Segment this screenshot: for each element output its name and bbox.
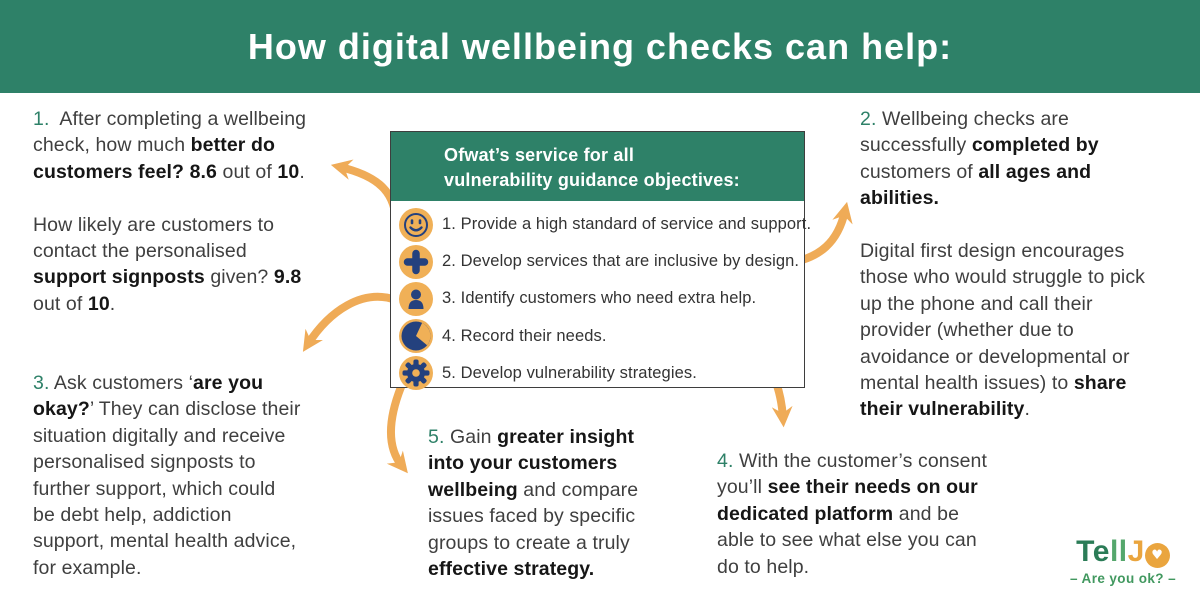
text-line: issues faced by specific <box>428 505 636 528</box>
note-2-all-ages-abilities: 2. Wellbeing checks are successfully comp… <box>860 106 1145 423</box>
objective-item-text: 2. Develop services that are inclusive b… <box>442 252 800 271</box>
text-line: groups to create a truly <box>428 531 630 554</box>
text-line: 2. Wellbeing checks are <box>860 108 1069 130</box>
text-line: do to help. <box>717 555 810 578</box>
text-line: effective strategy. <box>428 557 595 580</box>
text-line: okay?’ They can disclose their <box>33 398 301 421</box>
objective-item-text: 5. Develop vulnerability strategies. <box>442 363 697 382</box>
page-title: How digital wellbeing checks can help: <box>247 26 953 67</box>
gear-icon <box>399 356 433 391</box>
logo-text-ll: ll <box>1109 535 1128 568</box>
text-line: 3. Ask customers ‘are you <box>33 372 264 394</box>
text-line: personalised signposts to <box>33 451 256 474</box>
text-line: their vulnerability. <box>860 398 1030 421</box>
heart-icon: ♥ <box>1144 543 1170 568</box>
note-3-are-you-okay: 3. Ask customers ‘are you okay?’ They can… <box>33 370 300 581</box>
arrow-to-note5 <box>386 383 408 474</box>
text-line: successfully completed by <box>860 134 1099 157</box>
arrow-to-note1 <box>330 159 400 228</box>
text-line: be debt help, addiction <box>33 503 232 526</box>
objective-row-3: 3. Identify customers who need extra hel… <box>399 280 804 317</box>
note-4-dedicated-platform: 4. With the customer’s consent you’ll see… <box>717 448 987 580</box>
header-banner: How digital wellbeing checks can help: <box>0 0 1200 93</box>
text-line: support signposts given? 9.8 <box>33 266 302 289</box>
text-line: customers feel? 8.6 out of 10. <box>33 160 305 183</box>
text-line: mental health issues) to share <box>860 371 1127 394</box>
arrow-to-note3 <box>302 292 397 352</box>
text-line: 1. After completing a wellbeing <box>33 108 307 130</box>
text-line: check, how much better do <box>33 134 275 157</box>
person-icon <box>399 281 433 316</box>
text-line: dedicated platform and be <box>717 502 960 525</box>
objectives-title-line2: vulnerability guidance objectives: <box>444 170 740 190</box>
text-line: up the phone and call their <box>860 292 1093 315</box>
objective-item-text: 4. Record their needs. <box>442 326 607 345</box>
text-line: abilities. <box>860 187 940 210</box>
note-1-wellbeing-scores: 1. After completing a wellbeing check, ho… <box>33 106 306 317</box>
logo-tagline: – Are you ok? – <box>1069 571 1177 586</box>
objective-row-1: 1. Provide a high standard of service an… <box>399 206 811 243</box>
logo-text-te: Te <box>1076 535 1110 568</box>
text-line: further support, which could <box>33 477 276 500</box>
text-line: provider (whether due to <box>860 319 1074 342</box>
logo-text-j: J <box>1127 535 1145 568</box>
telljo-logo: TellJ♥ – Are you ok? – <box>1048 537 1198 587</box>
text-line: wellbeing and compare <box>428 478 639 501</box>
text-line: contact the personalised <box>33 239 247 262</box>
plus-icon <box>399 244 433 279</box>
objectives-title-line1: Ofwat’s service for all <box>444 145 635 165</box>
text-line: avoidance or developmental or <box>860 345 1130 368</box>
text-line: for example. <box>33 556 142 579</box>
text-line: 5. Gain greater insight <box>428 426 635 448</box>
objective-item-text: 1. Provide a high standard of service an… <box>442 215 812 234</box>
objective-row-5: 5. Develop vulnerability strategies. <box>399 355 804 392</box>
text-line: into your customers <box>428 452 618 475</box>
text-line: customers of all ages and <box>860 160 1092 183</box>
objectives-list: 1. Provide a high standard of service an… <box>391 201 811 392</box>
text-line: How likely are customers to <box>33 213 275 236</box>
objective-row-2: 2. Develop services that are inclusive b… <box>399 243 804 280</box>
objective-item-text: 3. Identify customers who need extra hel… <box>442 289 757 308</box>
text-line: able to see what else you can <box>717 529 977 552</box>
objectives-box-header: Ofwat’s service for all vulnerability gu… <box>391 132 804 201</box>
text-line <box>33 185 306 211</box>
ofwat-objectives-box: Ofwat’s service for all vulnerability gu… <box>390 131 811 391</box>
smiley-icon <box>399 207 433 242</box>
objective-row-4: 4. Record their needs. <box>399 318 804 355</box>
note-5-greater-insight: 5. Gain greater insight into your custome… <box>428 424 638 582</box>
text-line: you’ll see their needs on our <box>717 476 978 499</box>
text-line <box>860 212 1145 238</box>
text-line: Digital first design encourages <box>860 239 1125 262</box>
text-line: 4. With the customer’s consent <box>717 450 987 472</box>
text-line: situation digitally and receive <box>33 424 286 447</box>
telljo-wordmark: TellJ♥ <box>1048 537 1198 568</box>
text-line: out of 10. <box>33 292 116 315</box>
text-line: those who would struggle to pick <box>860 266 1146 289</box>
clock-icon <box>399 319 433 354</box>
text-line: support, mental health advice, <box>33 530 297 553</box>
